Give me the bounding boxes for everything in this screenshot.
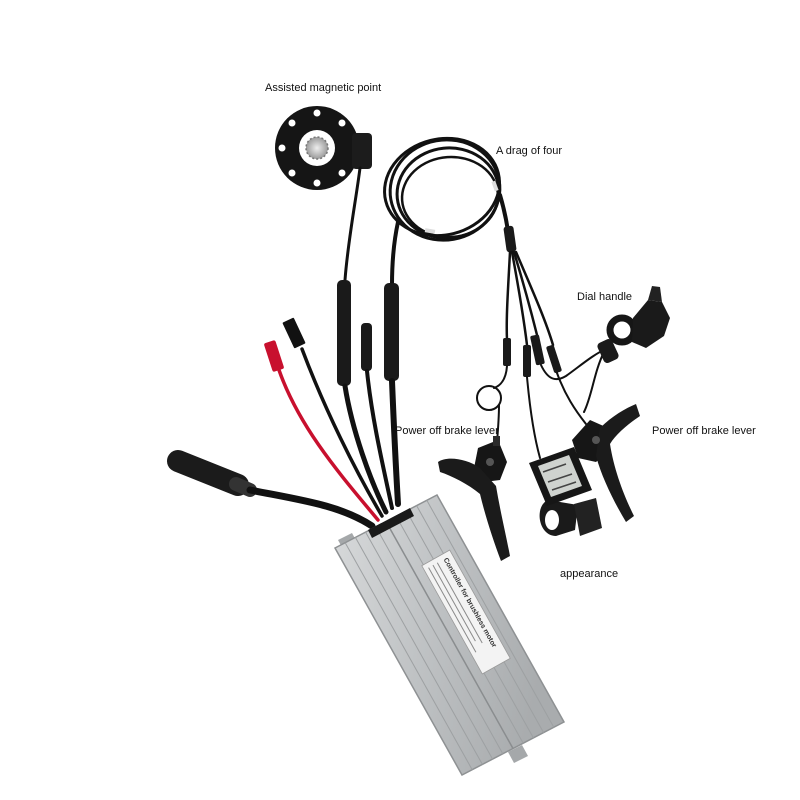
label-pedal-sensor: Assisted magnetic point bbox=[265, 82, 381, 94]
component-labels: Assisted magnetic point A drag of four D… bbox=[265, 82, 756, 580]
right-brake-handle bbox=[596, 404, 640, 522]
throttle-thumb-lever bbox=[648, 286, 662, 302]
controller-cables bbox=[167, 280, 401, 530]
display-screen bbox=[538, 455, 582, 497]
label-right-brake: Power off brake lever bbox=[652, 425, 756, 437]
sensor-gear bbox=[305, 136, 329, 160]
thumb-throttle bbox=[597, 286, 670, 364]
label-wiring-harness: A drag of four bbox=[496, 145, 562, 157]
motor-plug bbox=[167, 450, 249, 496]
harness-junction bbox=[503, 225, 517, 253]
right-brake-lever bbox=[572, 404, 640, 522]
throttle-body bbox=[632, 300, 670, 348]
power-connector-black bbox=[281, 316, 307, 350]
controller-box: Controller for brushless motor bbox=[333, 493, 566, 777]
cable-grommet bbox=[368, 508, 414, 538]
label-display: appearance bbox=[560, 568, 618, 580]
power-cable-black bbox=[300, 347, 384, 518]
left-brake-handle bbox=[438, 458, 510, 561]
motor-cable bbox=[246, 486, 376, 530]
throttle-clamp-ring bbox=[606, 314, 638, 346]
display-button-pad bbox=[574, 498, 602, 536]
sensor-connector bbox=[337, 280, 351, 386]
pedal-assist-sensor bbox=[275, 106, 372, 282]
cable-tie bbox=[491, 180, 499, 192]
sensor-cable bbox=[343, 166, 362, 282]
wiring-harness-coil bbox=[383, 136, 517, 287]
sensor-tab bbox=[352, 133, 372, 169]
harness-split bbox=[476, 250, 607, 459]
aux-connector bbox=[361, 323, 372, 371]
label-throttle: Dial handle bbox=[577, 291, 632, 303]
mount-tab bbox=[508, 745, 528, 763]
left-brake-lever bbox=[438, 436, 510, 561]
cable-loop bbox=[476, 385, 502, 411]
sensor-magnet-holes bbox=[278, 109, 346, 187]
lcd-display bbox=[529, 447, 602, 536]
cable-tie bbox=[424, 228, 436, 234]
harness-connector bbox=[384, 283, 399, 381]
power-connector-red bbox=[264, 340, 284, 372]
power-cable-red bbox=[277, 368, 380, 522]
label-left-brake: Power off brake lever bbox=[395, 425, 499, 437]
